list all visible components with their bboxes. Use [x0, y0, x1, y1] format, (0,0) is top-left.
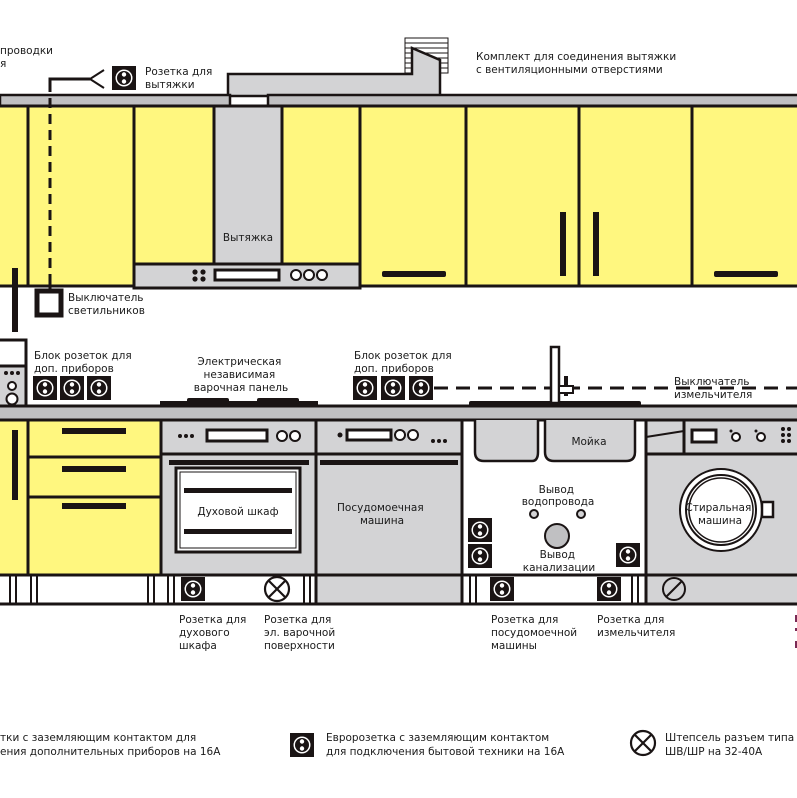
wiring-line [42, 69, 105, 292]
hood-vent-kit [226, 37, 449, 98]
plug-connector-icon [629, 729, 657, 757]
sink-faucet-icon [469, 345, 641, 406]
dishwasher-socket-label: Розетка для посудомоечной машины [491, 614, 580, 652]
drawer-cabinet [26, 418, 163, 577]
hood-socket-label: Розетка для вытяжки [145, 66, 216, 91]
legend-item-euro-socket: Евророзетка с заземляющим контактом для … [326, 732, 565, 758]
grinder-socket-icon [596, 576, 622, 602]
grinder-socket-label: Розетка для измельчителя [597, 614, 675, 639]
hob-plug-icon [263, 575, 291, 603]
left-column-appliance [0, 338, 28, 412]
oven-socket-label: Розетка для духового шкафа [179, 614, 250, 652]
cut-off-label-marks [795, 615, 797, 648]
light-switch-label: Выключатель светильников [68, 292, 147, 317]
dishwasher: Посудомоечная машина [314, 418, 464, 577]
sink-cabinet: Мойка Вывод водопровода Вывод канализаци… [460, 418, 648, 577]
grinder-switch-label: Выключатель измельчителя [674, 376, 753, 401]
hood-kit-label: Комплект для соединения вытяжки с вентил… [476, 51, 680, 76]
hob-label: Электрическая независимая варочная панел… [194, 356, 288, 394]
dishwasher-socket-icon [489, 576, 515, 602]
range-hood: Вытяжка [132, 232, 362, 290]
euro-socket-icon [289, 732, 315, 758]
washer-connector-icon [662, 577, 686, 601]
hood-label: Вытяжка [223, 232, 273, 244]
hood-socket-icon [111, 65, 137, 91]
socket-block-right-label: Блок розеток для доп. приборов [354, 350, 455, 375]
oven: Духовой шкаф [159, 418, 318, 577]
washer-label: Стиральная машина [685, 502, 754, 527]
socket-block-left [32, 375, 112, 401]
washing-machine: Стиральная машина [644, 418, 797, 577]
hob-socket-label: Розетка для эл. варочной поверхности [264, 614, 339, 652]
socket-block-left-label: Блок розеток для доп. приборов [34, 350, 135, 375]
socket-block-right [352, 375, 434, 401]
legend-item-plug-connector: Штепсель разъем типа ШВ/ШР на 32-40А [665, 732, 797, 758]
oven-label: Духовой шкаф [197, 506, 278, 518]
light-switch-icon [34, 288, 64, 318]
wiring-label: проводки я [0, 45, 56, 70]
hob-burners [160, 398, 318, 406]
legend-item-socket-group: тки с заземляющим контактом для ения доп… [0, 732, 221, 758]
sink-label: Мойка [571, 436, 606, 448]
upper-cabinets [0, 104, 797, 332]
sewer-outlet-label: Вывод канализации [523, 549, 595, 574]
legend: тки с заземляющим контактом для ения доп… [0, 729, 797, 758]
water-outlet-label: Вывод водопровода [522, 484, 595, 508]
oven-socket-icon [180, 576, 206, 602]
dishwasher-label: Посудомоечная машина [337, 502, 427, 527]
countertop [0, 404, 797, 422]
